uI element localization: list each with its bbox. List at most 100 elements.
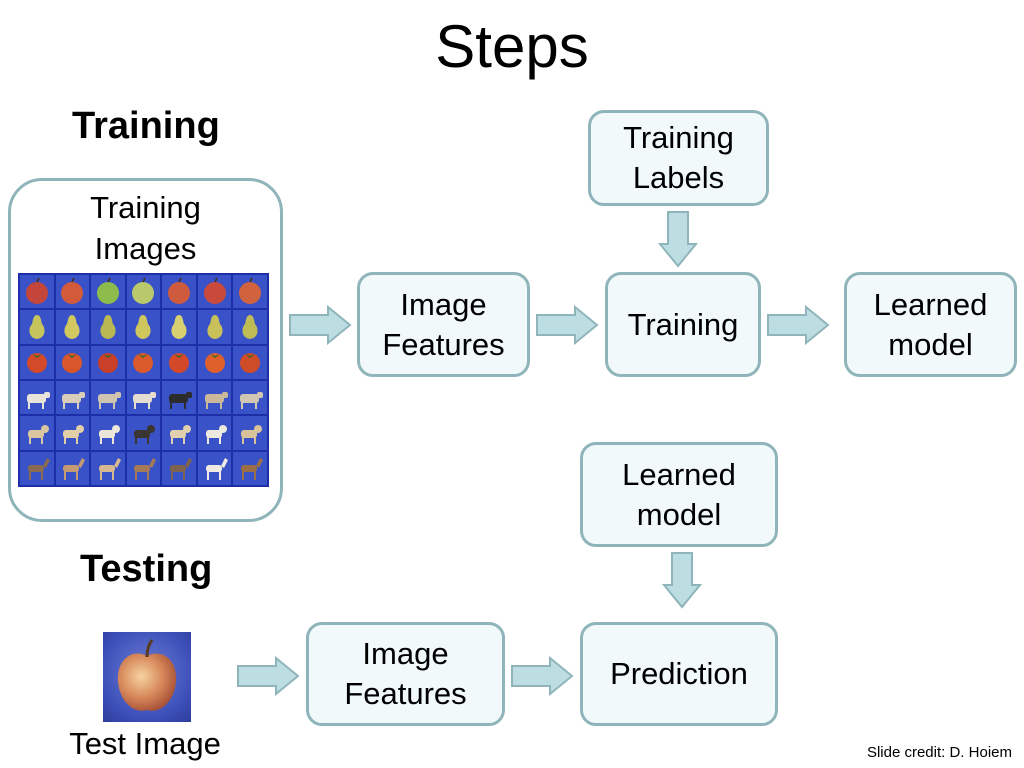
pear-icon <box>29 314 45 339</box>
cow-thumbnail <box>162 380 196 415</box>
pear-icon <box>207 314 223 339</box>
apple-thumbnail <box>233 275 267 309</box>
training-images-label: Training Images <box>90 190 201 266</box>
apple-thumbnail <box>126 275 161 309</box>
cow-icon <box>133 391 157 409</box>
pear-thumbnail <box>197 310 232 344</box>
testing-image-features-box: Image Features <box>306 622 505 726</box>
arrow-features-to-prediction <box>511 656 574 696</box>
pear-thumbnail <box>126 310 161 344</box>
pear-icon <box>171 314 187 339</box>
dog-icon <box>27 424 49 444</box>
pear-icon <box>100 314 116 339</box>
cow-thumbnail <box>55 380 90 415</box>
training-image-features-box: Image Features <box>357 272 530 377</box>
learned-model-output-box: Learned model <box>844 272 1017 377</box>
dog-icon <box>98 424 120 444</box>
tomato-thumbnail <box>20 345 54 379</box>
learned-model-input-box: Learned model <box>580 442 778 547</box>
tomato-thumbnail <box>233 345 267 379</box>
training-heading: Training <box>72 105 220 147</box>
testing-heading: Testing <box>80 548 213 590</box>
tomato-icon <box>62 353 83 374</box>
apple-thumbnail <box>55 275 90 309</box>
tomato-thumbnail <box>91 345 125 379</box>
horse-icon <box>98 458 121 481</box>
dog-thumbnail <box>126 416 161 450</box>
test-image-label: Test Image <box>69 726 221 761</box>
cow-icon <box>169 391 193 409</box>
tomato-thumbnail <box>126 345 161 379</box>
tomato-icon <box>97 353 118 374</box>
test-image <box>103 632 191 722</box>
cow-icon <box>97 391 121 409</box>
tomato-icon <box>133 353 154 374</box>
pear-thumbnail <box>162 310 196 344</box>
horse-icon <box>205 458 228 481</box>
arrow-training-to-model <box>767 305 830 345</box>
apple-icon <box>168 277 191 304</box>
cow-icon <box>62 391 86 409</box>
horse-thumbnail <box>20 451 54 485</box>
dog-icon <box>63 424 85 444</box>
cow-icon <box>26 391 50 409</box>
apple-icon <box>117 639 177 711</box>
dog-thumbnail <box>55 416 90 450</box>
pear-icon <box>64 314 80 339</box>
dog-thumbnail <box>162 416 196 450</box>
dog-thumbnail <box>197 416 232 450</box>
dog-icon <box>134 424 156 444</box>
pear-thumbnail <box>233 310 267 344</box>
slide-credit: Slide credit: D. Hoiem <box>866 744 1012 761</box>
horse-thumbnail <box>126 451 161 485</box>
prediction-box: Prediction <box>580 622 778 726</box>
tomato-thumbnail <box>197 345 232 379</box>
pear-thumbnail <box>55 310 90 344</box>
apple-icon <box>203 277 226 304</box>
cow-thumbnail <box>233 380 267 415</box>
pear-thumbnail <box>20 310 54 344</box>
horse-thumbnail <box>55 451 90 485</box>
cow-icon <box>240 391 264 409</box>
apple-icon <box>96 277 119 304</box>
tomato-icon <box>169 353 190 374</box>
tomato-thumbnail <box>55 345 90 379</box>
apple-thumbnail <box>91 275 125 309</box>
training-box: Training <box>605 272 761 377</box>
apple-icon <box>25 277 48 304</box>
dog-icon <box>241 424 263 444</box>
horse-thumbnail <box>162 451 196 485</box>
dog-icon <box>170 424 192 444</box>
dog-thumbnail <box>20 416 54 450</box>
apple-thumbnail <box>162 275 196 309</box>
apple-icon <box>61 277 84 304</box>
training-images-grid <box>18 273 269 487</box>
tomato-icon <box>204 353 225 374</box>
dog-thumbnail <box>91 416 125 450</box>
cow-thumbnail <box>91 380 125 415</box>
pear-icon <box>242 314 258 339</box>
arrow-test-image-to-features <box>237 656 300 696</box>
cow-thumbnail <box>197 380 232 415</box>
cow-icon <box>204 391 228 409</box>
dog-icon <box>205 424 227 444</box>
arrow-model-to-prediction <box>662 552 702 609</box>
pear-icon <box>135 314 152 339</box>
arrow-images-to-features <box>289 305 352 345</box>
horse-icon <box>170 458 193 481</box>
horse-thumbnail <box>91 451 125 485</box>
cow-thumbnail <box>126 380 161 415</box>
apple-icon <box>239 277 262 304</box>
horse-icon <box>27 458 50 481</box>
apple-thumbnail <box>197 275 232 309</box>
pear-thumbnail <box>91 310 125 344</box>
tomato-thumbnail <box>162 345 196 379</box>
horse-thumbnail <box>233 451 267 485</box>
training-labels-box: Training Labels <box>588 110 769 206</box>
horse-thumbnail <box>197 451 232 485</box>
arrow-features-to-training <box>536 305 599 345</box>
apple-icon <box>132 277 155 304</box>
horse-icon <box>63 458 86 481</box>
cow-thumbnail <box>20 380 54 415</box>
horse-icon <box>241 458 264 481</box>
